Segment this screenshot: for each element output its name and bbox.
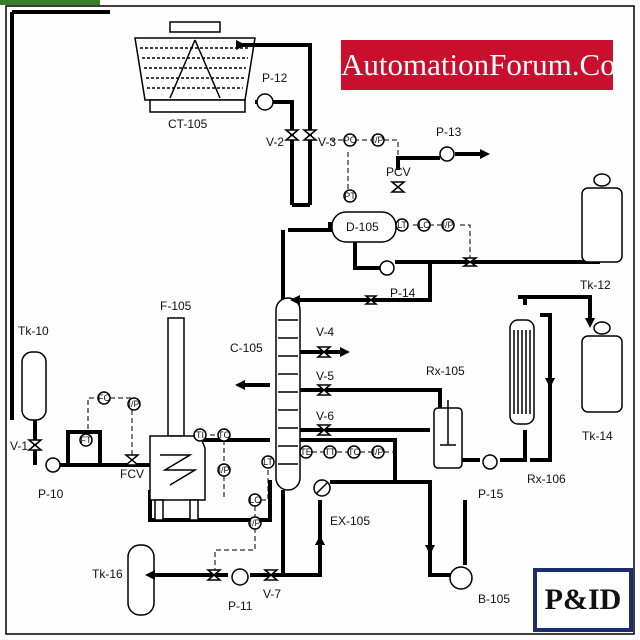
- pump-p15: [482, 454, 498, 470]
- label-tk14: Tk-14: [582, 429, 613, 443]
- pump-p14: [379, 260, 395, 276]
- label-d105: D-105: [346, 220, 379, 234]
- tank-tk16: [127, 544, 155, 616]
- tank-tk14: [581, 335, 623, 413]
- instr-tc-ex: TC: [348, 447, 360, 457]
- label-pcv: PCV: [386, 165, 411, 179]
- instr-ip-furnace: I/P: [218, 465, 229, 475]
- valve-v1: [26, 439, 44, 451]
- valve-p11-line: [205, 569, 223, 581]
- valve-v4: [315, 346, 333, 358]
- pumps: [45, 93, 498, 590]
- instr-ip-ex: I/P: [372, 447, 383, 457]
- instr-pc: PC: [344, 135, 357, 145]
- label-v7: V-7: [263, 587, 281, 601]
- blower-b105: [449, 566, 473, 590]
- instr-lt-column: LT: [263, 457, 273, 467]
- label-v1: V-1: [10, 439, 28, 453]
- label-rx105: Rx-105: [426, 364, 465, 378]
- label-tk12: Tk-12: [580, 278, 611, 292]
- label-v2: V-2: [266, 135, 284, 149]
- instr-lt-drum: LT: [397, 220, 407, 230]
- valve-v5: [315, 384, 333, 396]
- flow-arrows: [145, 40, 595, 580]
- label-v3: V-3: [318, 135, 336, 149]
- pid-badge: P&ID: [533, 568, 633, 632]
- instr-lc-column: LC: [249, 495, 261, 505]
- valve-tk12-line: [461, 257, 479, 267]
- instr-pt: PT: [344, 191, 356, 201]
- label-p14: P-14: [390, 286, 416, 300]
- tank-tk12: [581, 187, 623, 263]
- valve-p14-line: [363, 295, 379, 305]
- label-v4: V-4: [316, 325, 334, 339]
- instr-ip-top: I/P: [372, 135, 383, 145]
- pump-p11: [231, 568, 249, 586]
- pump-p10: [45, 457, 61, 473]
- label-p15: P-15: [478, 487, 504, 501]
- label-v5: V-5: [316, 369, 334, 383]
- valve-v2: [283, 129, 301, 141]
- tank-tk10: [21, 351, 47, 421]
- pump-p13: [439, 146, 455, 162]
- label-tk16: Tk-16: [92, 567, 123, 581]
- label-tk10: Tk-10: [18, 324, 49, 338]
- valves: [26, 129, 479, 581]
- label-fcv: FCV: [120, 467, 144, 481]
- instr-fc: FC: [98, 393, 110, 403]
- instr-tt: TT: [325, 447, 336, 457]
- label-f105: F-105: [160, 299, 192, 313]
- valve-v3: [301, 129, 319, 141]
- valve-fcv: [123, 454, 141, 466]
- process-piping: [10, 10, 600, 577]
- valve-v7: [262, 569, 280, 581]
- column-c105: [275, 297, 301, 491]
- instr-ti: TI: [196, 430, 204, 440]
- instr-ip-column: I/P: [249, 518, 260, 528]
- pump-p12: [256, 93, 274, 111]
- label-p12: P-12: [262, 71, 288, 85]
- corner-accent: [0, 0, 100, 5]
- instr-lc-drum: LC: [418, 220, 430, 230]
- label-ex105: EX-105: [330, 514, 370, 528]
- instr-tc: TC: [218, 430, 230, 440]
- valve-v6: [315, 424, 333, 436]
- instrument-bubbles: PC I/P PT LT LC I/P FC I/P FT TI TC I/P …: [79, 133, 455, 530]
- site-banner: AutomationForum.Co: [341, 40, 616, 90]
- label-v6: V-6: [316, 409, 334, 423]
- furnace-f105: [149, 317, 206, 521]
- valve-pcv: [389, 181, 407, 193]
- label-ct105: CT-105: [168, 117, 208, 131]
- label-p10: P-10: [38, 487, 64, 501]
- instr-ft: FT: [81, 435, 92, 445]
- tanks: [21, 173, 623, 616]
- instr-ip-feed: I/P: [128, 399, 139, 409]
- instr-ip-drum: I/P: [442, 220, 453, 230]
- label-p13: P-13: [436, 125, 462, 139]
- equipment-labels: CT-105 P-12 V-2 V-3 P-13 PCV D-105 Tk-12…: [10, 71, 613, 613]
- label-b105: B-105: [478, 592, 510, 606]
- label-p11: P-11: [228, 599, 253, 613]
- label-rx106: Rx-106: [527, 472, 566, 486]
- reactors: [433, 319, 535, 469]
- diagram-border: [5, 5, 635, 635]
- label-c105: C-105: [230, 341, 263, 355]
- exchanger-ex105: [313, 479, 331, 497]
- instr-te: TE: [300, 447, 312, 457]
- cooling-tower-ct105: [134, 21, 256, 113]
